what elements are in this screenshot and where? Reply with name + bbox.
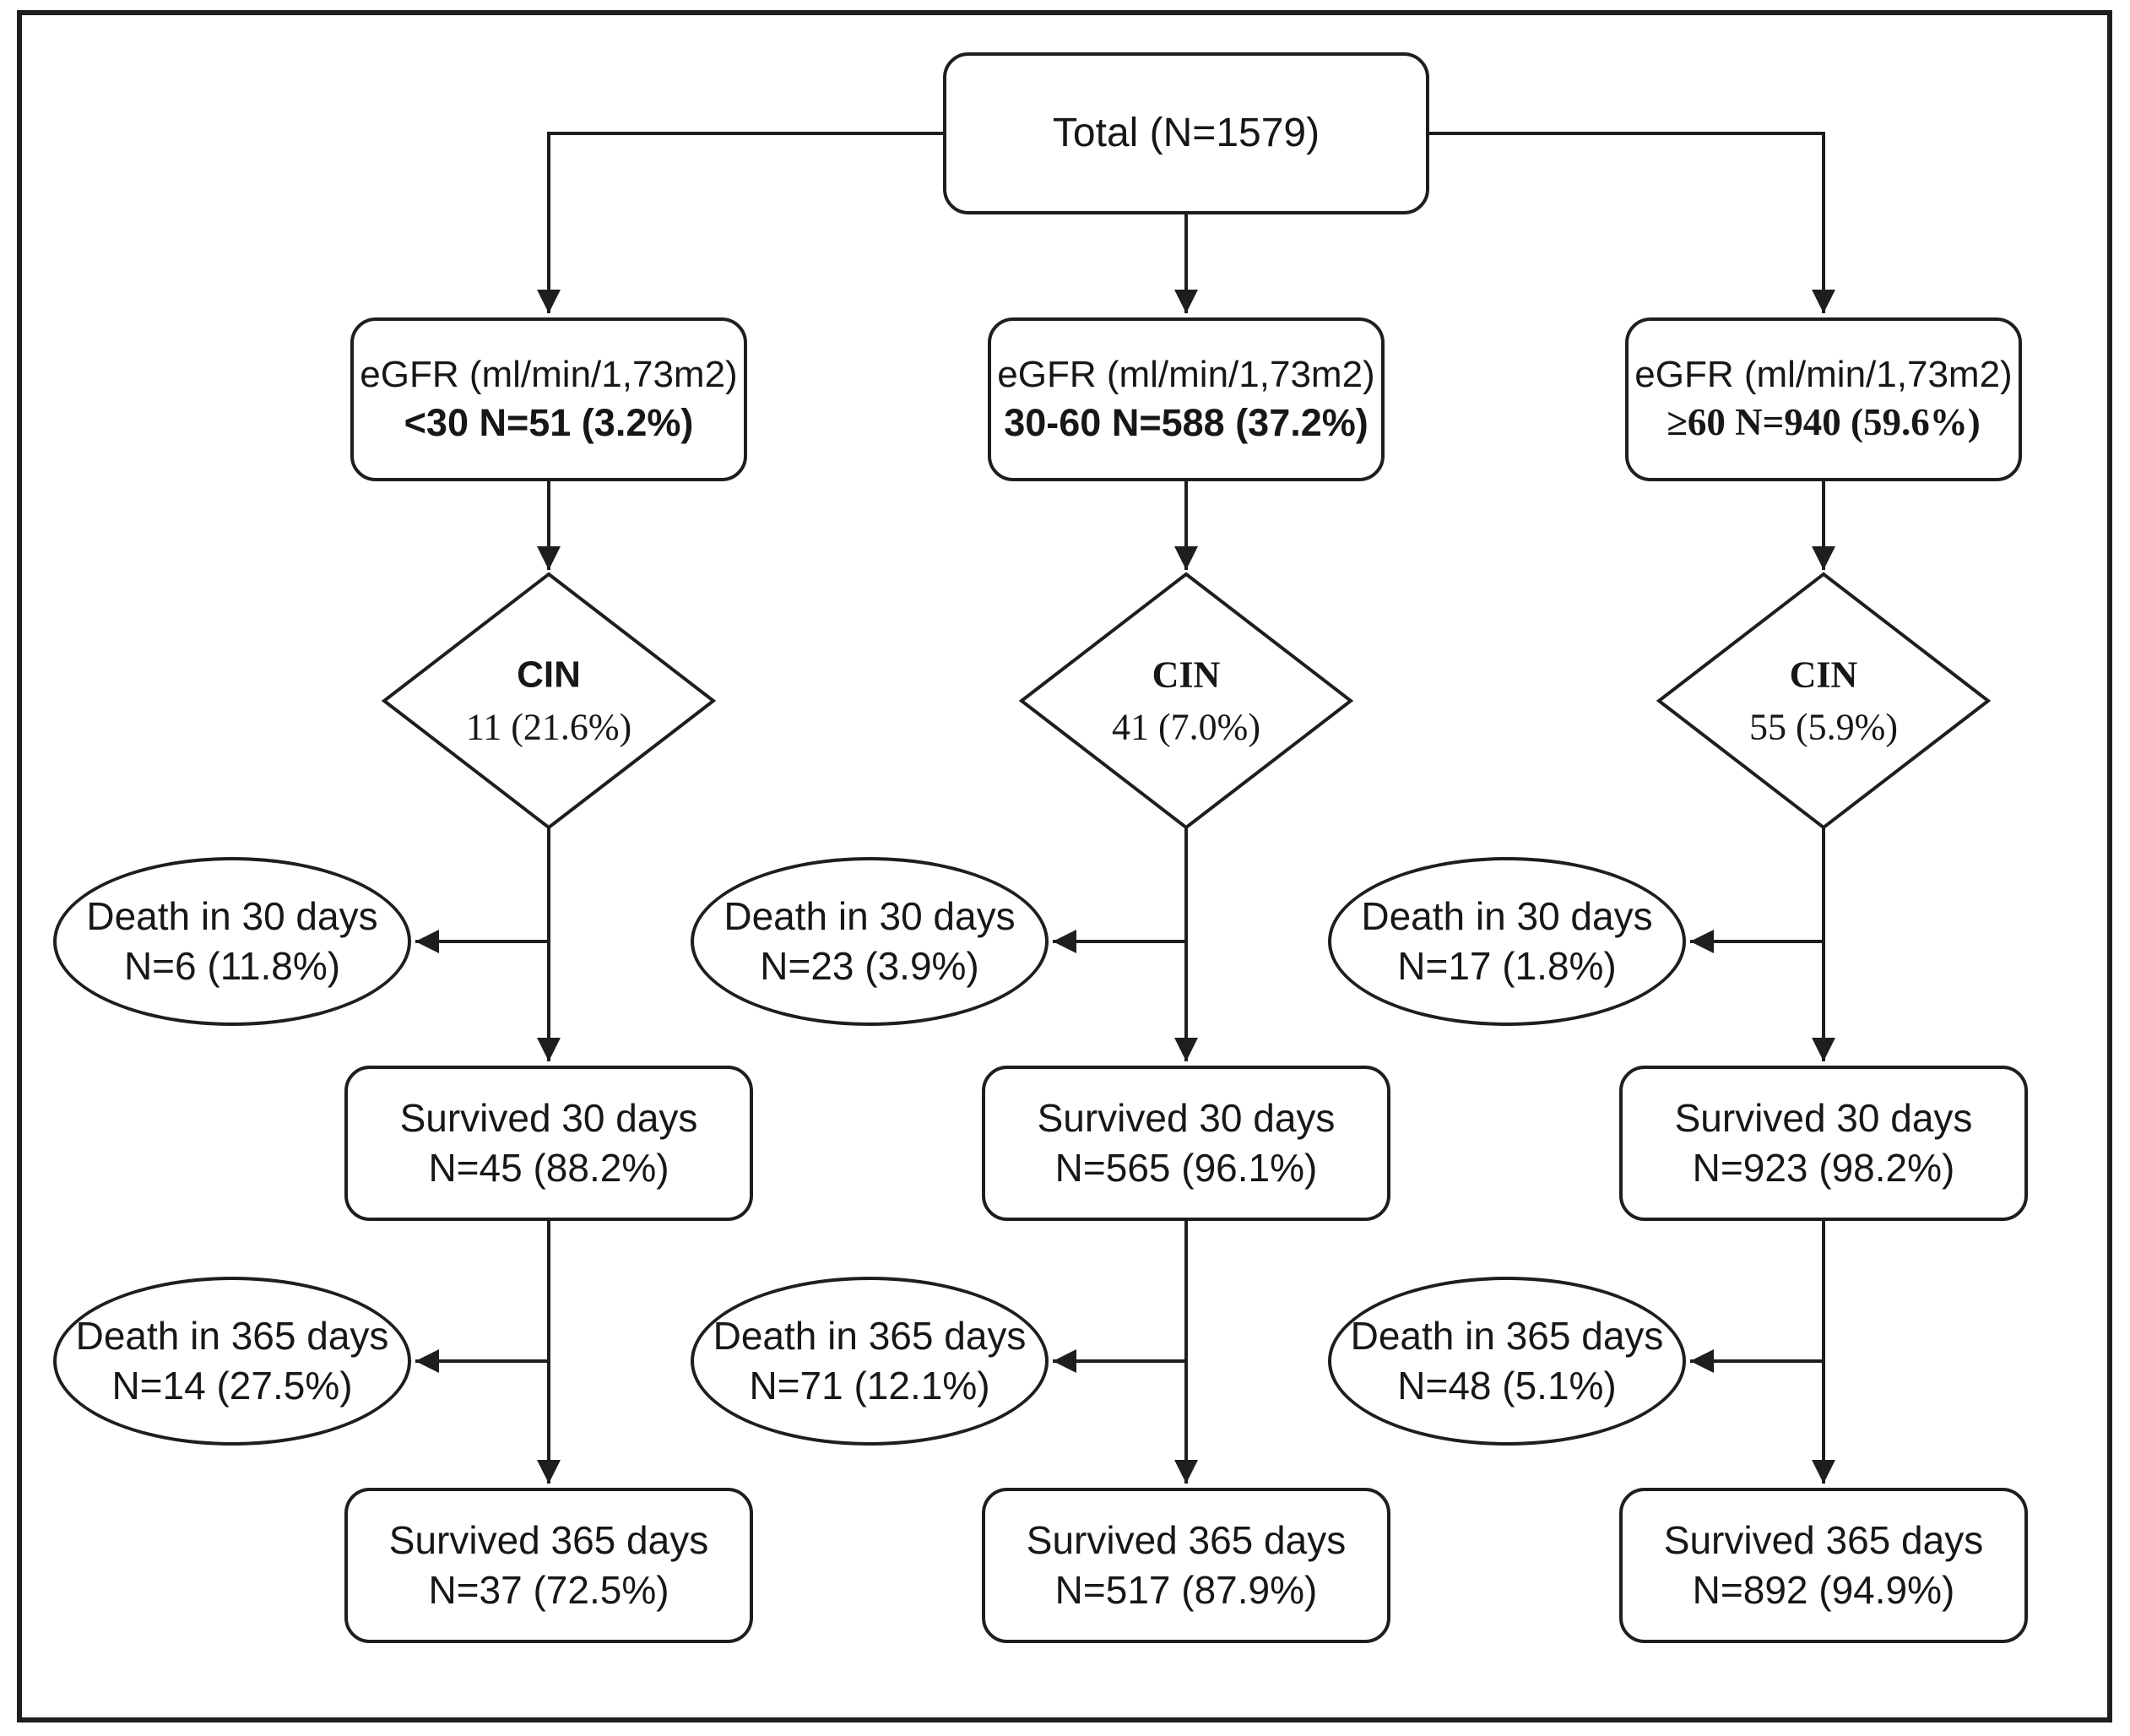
death365-value: N=48 (5.1%) (1397, 1364, 1617, 1408)
death365-label: Death in 365 days (713, 1314, 1027, 1359)
cin-diamond-text-ge60: CIN 55 (5.9%) (1663, 648, 1984, 752)
cin-value: 55 (5.9%) (1749, 706, 1898, 747)
cin-diamond-text-lt30: CIN 11 (21.6%) (388, 648, 709, 752)
death30-ellipse-ge60: Death in 30 days N=17 (1.8%) (1328, 857, 1686, 1026)
survived30-box-30-60: Survived 30 days N=565 (96.1%) (982, 1066, 1390, 1221)
cin-diamond-lt30 (381, 572, 717, 830)
survived365-box-lt30: Survived 365 days N=37 (72.5%) (344, 1488, 753, 1643)
survived30-label: Survived 30 days (1037, 1096, 1336, 1141)
survived30-value: N=565 (96.1%) (1054, 1146, 1318, 1190)
death365-ellipse-lt30: Death in 365 days N=14 (27.5%) (53, 1277, 411, 1446)
death30-value: N=17 (1.8%) (1397, 944, 1617, 988)
death365-label: Death in 365 days (1350, 1314, 1664, 1359)
survived30-label: Survived 30 days (1674, 1096, 1973, 1141)
total-box: Total (N=1579) (943, 52, 1429, 214)
cin-label: CIN (517, 654, 581, 696)
survived30-box-lt30: Survived 30 days N=45 (88.2%) (344, 1066, 753, 1221)
survived365-box-30-60: Survived 365 days N=517 (87.9%) (982, 1488, 1390, 1643)
arrow-total-to-egfr-ge60 (1429, 132, 1835, 313)
egfr-units-label: eGFR (ml/min/1,73m2) (997, 354, 1375, 396)
arrow-total-to-egfr-lt30 (537, 132, 943, 313)
survived365-value: N=892 (94.9%) (1692, 1568, 1955, 1612)
survived365-box-ge60: Survived 365 days N=892 (94.9%) (1619, 1488, 2028, 1643)
cin-diamond-ge60 (1656, 572, 1992, 830)
survived365-value: N=517 (87.9%) (1054, 1568, 1318, 1612)
egfr-box-lt30: eGFR (ml/min/1,73m2) <30 N=51 (3.2%) (350, 317, 747, 481)
survived30-value: N=923 (98.2%) (1692, 1146, 1955, 1190)
cin-value: 11 (21.6%) (465, 706, 632, 747)
death30-ellipse-30-60: Death in 30 days N=23 (3.9%) (691, 857, 1049, 1026)
cin-label: CIN (1152, 654, 1221, 696)
egfr-box-ge60: eGFR (ml/min/1,73m2) ≥60 N=940 (59.6%) (1625, 317, 2022, 481)
egfr-units-label: eGFR (ml/min/1,73m2) (360, 354, 738, 396)
death365-value: N=14 (27.5%) (111, 1364, 353, 1408)
cin-label: CIN (1789, 654, 1858, 696)
death365-label: Death in 365 days (75, 1314, 389, 1359)
death30-value: N=6 (11.8%) (123, 944, 341, 988)
death30-label: Death in 30 days (86, 894, 378, 939)
death30-label: Death in 30 days (724, 894, 1016, 939)
death365-ellipse-ge60: Death in 365 days N=48 (5.1%) (1328, 1277, 1686, 1446)
death30-label: Death in 30 days (1361, 894, 1653, 939)
diagram-frame (17, 10, 2112, 1722)
survived30-box-ge60: Survived 30 days N=923 (98.2%) (1619, 1066, 2028, 1221)
death365-value: N=71 (12.1%) (749, 1364, 990, 1408)
egfr-units-label: eGFR (ml/min/1,73m2) (1634, 354, 2013, 396)
egfr-value: ≥60 N=940 (59.6%) (1667, 401, 1981, 444)
cin-value: 41 (7.0%) (1112, 706, 1260, 747)
survived30-label: Survived 30 days (399, 1096, 698, 1141)
survived365-label: Survived 365 days (388, 1518, 709, 1563)
survived30-value: N=45 (88.2%) (428, 1146, 669, 1190)
survived365-label: Survived 365 days (1026, 1518, 1347, 1563)
egfr-value: <30 N=51 (3.2%) (404, 401, 694, 445)
survived365-value: N=37 (72.5%) (428, 1568, 669, 1612)
survived365-label: Survived 365 days (1663, 1518, 1984, 1563)
cin-diamond-30-60 (1018, 572, 1354, 830)
death30-ellipse-lt30: Death in 30 days N=6 (11.8%) (53, 857, 411, 1026)
egfr-box-30-60: eGFR (ml/min/1,73m2) 30-60 N=588 (37.2%) (988, 317, 1385, 481)
death365-ellipse-30-60: Death in 365 days N=71 (12.1%) (691, 1277, 1049, 1446)
egfr-value: 30-60 N=588 (37.2%) (1004, 401, 1369, 445)
death30-value: N=23 (3.9%) (760, 944, 979, 988)
cin-diamond-text-30-60: CIN 41 (7.0%) (1026, 648, 1347, 752)
total-label: Total (N=1579) (1052, 111, 1320, 156)
